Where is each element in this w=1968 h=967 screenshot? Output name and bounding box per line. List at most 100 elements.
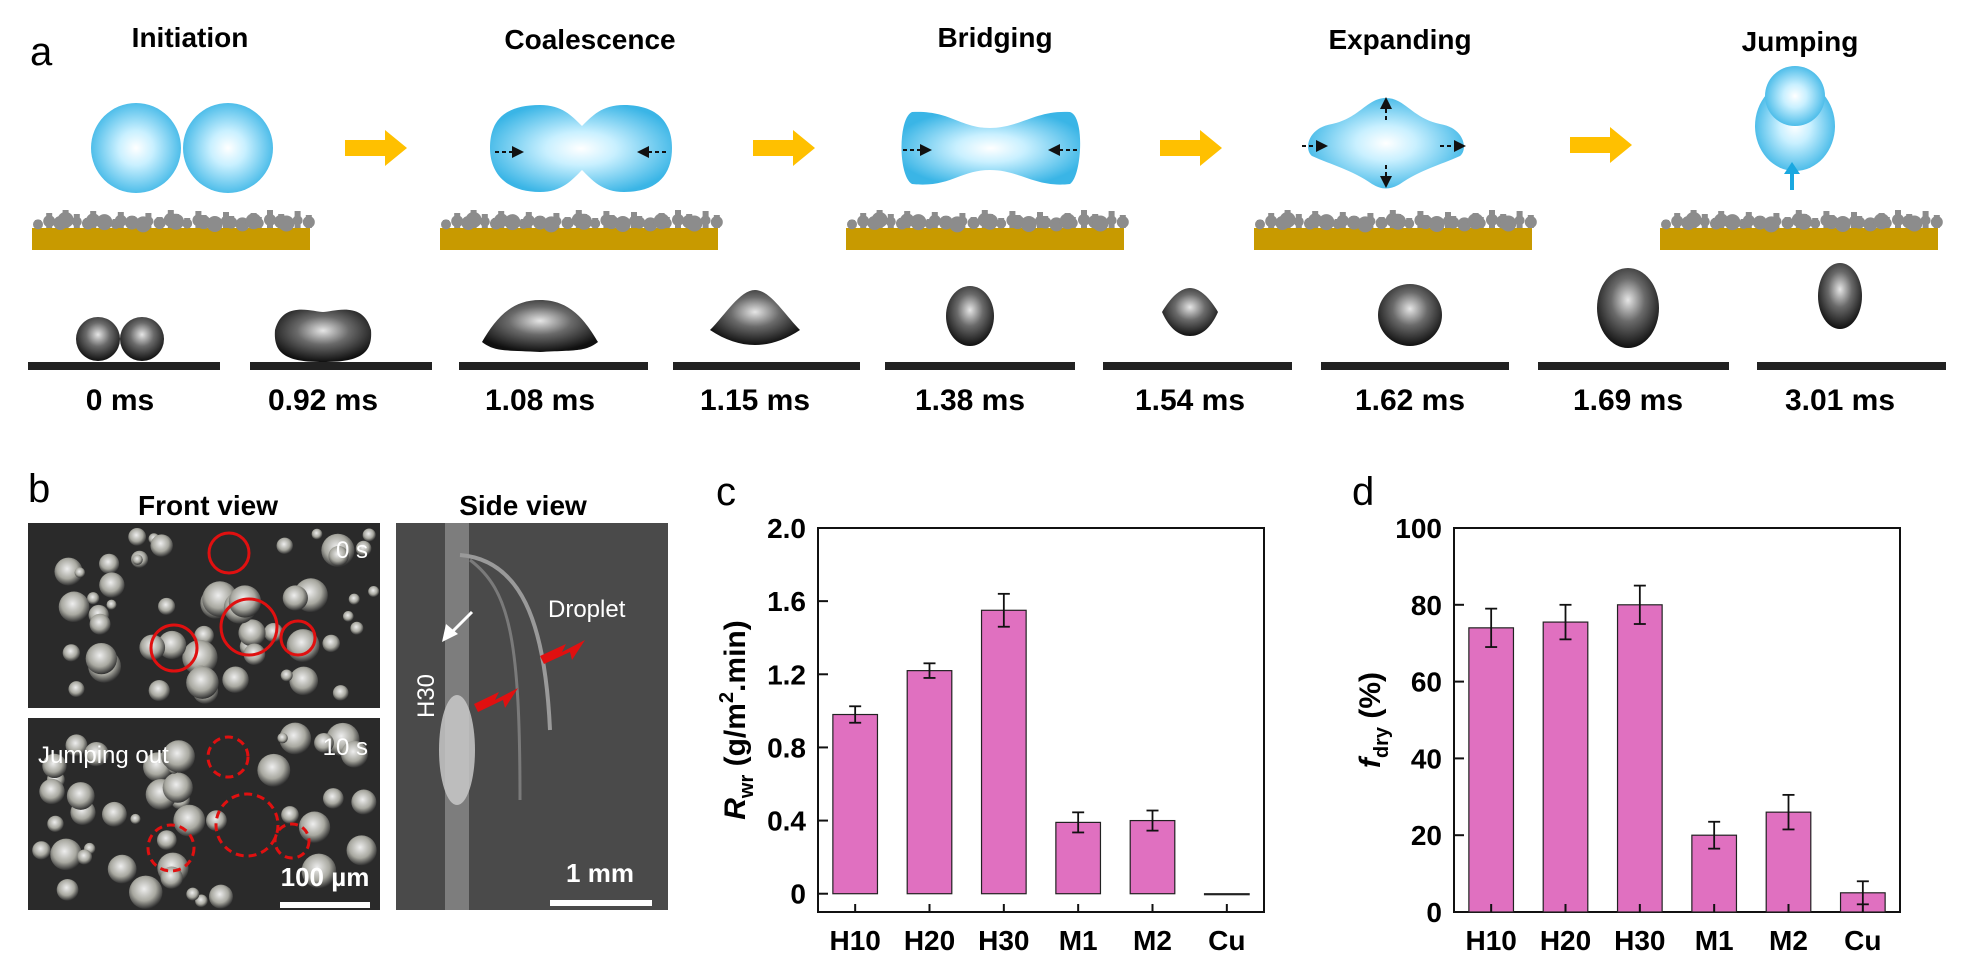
roughness-pillar xyxy=(1081,210,1087,228)
side-view-image: H30 Droplet 1 mm xyxy=(396,523,668,910)
substrate-base xyxy=(32,228,310,250)
roughness-pillar xyxy=(62,210,69,228)
y-tick-label: 20 xyxy=(1411,820,1442,851)
roughness-pillar xyxy=(1757,216,1763,228)
bar-h20 xyxy=(1542,621,1589,913)
roughness-pillar xyxy=(129,216,135,228)
coalescence-circle xyxy=(279,619,317,657)
roughness-pillar xyxy=(658,213,665,228)
roughness-pillar xyxy=(117,212,124,228)
frame-baseline xyxy=(673,362,860,370)
y-axis-label: Rwr (g/m2.min) xyxy=(716,620,758,819)
process-arrow xyxy=(345,130,407,166)
roughness-pillar xyxy=(46,213,53,228)
roughness-pillar xyxy=(1014,215,1021,228)
front-view-top-image: 0 s xyxy=(28,523,380,708)
droplet-arrow xyxy=(540,640,585,664)
micro-droplet xyxy=(351,789,377,815)
substrate xyxy=(1660,210,1943,250)
roughness-pillar xyxy=(1701,214,1708,228)
frame-baseline xyxy=(1103,362,1292,370)
micro-droplet xyxy=(186,666,219,699)
vacated-circle xyxy=(206,735,250,779)
scale-bar-side xyxy=(550,900,652,906)
micro-droplet xyxy=(84,741,109,767)
panel-a-letter: a xyxy=(30,30,53,74)
frame-baseline xyxy=(885,362,1075,370)
roughness-pillar xyxy=(943,216,949,228)
roughness-pillar xyxy=(267,210,273,228)
time-label: 1.15 ms xyxy=(700,384,810,417)
drop-image xyxy=(482,300,598,352)
roughness-pillar xyxy=(1268,213,1275,228)
micro-droplet xyxy=(228,585,262,618)
droplet-left xyxy=(91,103,181,193)
drop-image xyxy=(274,309,372,362)
micro-droplet xyxy=(87,592,100,605)
bar-h30 xyxy=(980,609,1027,895)
roughness-pillar xyxy=(73,214,80,228)
expanding-droplet xyxy=(1308,98,1464,189)
roughness-pillar xyxy=(454,213,461,228)
roughness-pillar xyxy=(1867,220,1874,228)
drop-image xyxy=(76,317,120,361)
y-tick-label: 1.2 xyxy=(767,659,806,690)
substrate xyxy=(846,210,1129,250)
roughness-pillar xyxy=(1461,220,1468,228)
roughness-pillar xyxy=(1119,215,1126,228)
drop-image xyxy=(120,317,164,361)
micro-droplet xyxy=(128,527,147,546)
roughness-pillar xyxy=(1516,211,1523,228)
micro-droplet xyxy=(150,534,173,557)
roughness-pillar xyxy=(101,215,108,228)
time-label: 1.69 ms xyxy=(1573,384,1683,417)
roughness-pillar xyxy=(470,210,477,228)
micro-droplet xyxy=(99,553,120,574)
roughness-pillar xyxy=(675,210,681,228)
roughness-pillar xyxy=(1025,219,1032,228)
roughness-pillar xyxy=(1339,212,1346,228)
micro-droplet xyxy=(65,734,88,757)
panel-b: b Front view Side view 0 s 10 s Jumping … xyxy=(28,467,668,910)
bar-h20 xyxy=(906,670,953,895)
roughness-pillar xyxy=(713,215,720,228)
vacated-circle xyxy=(273,822,311,860)
frame-baseline xyxy=(459,362,648,370)
roughness-pillar xyxy=(987,214,993,228)
micro-droplet xyxy=(328,545,349,567)
bridging-droplet xyxy=(901,111,1081,185)
roughness-pillar xyxy=(294,211,301,228)
micro-droplet xyxy=(186,887,200,901)
micro-droplet xyxy=(50,838,82,871)
frame-baseline xyxy=(1538,362,1729,370)
roughness-pillar xyxy=(1362,220,1369,228)
micro-droplet xyxy=(222,666,249,693)
roughness-pillar xyxy=(619,219,626,228)
substrate-base xyxy=(1660,228,1938,250)
roughness-pillar xyxy=(1472,213,1479,228)
roughness-pillar xyxy=(173,214,179,228)
y-tick-label: 60 xyxy=(1411,667,1442,698)
roughness-pillar xyxy=(1042,216,1049,228)
substrate-base xyxy=(846,228,1124,250)
bar-m1 xyxy=(1055,821,1102,895)
micro-droplet xyxy=(162,740,195,773)
y-tick-label: 100 xyxy=(1395,513,1442,544)
micro-droplet xyxy=(132,554,143,565)
stage-jumping-illustration xyxy=(1660,66,1943,250)
micro-droplet xyxy=(68,681,85,698)
roughness-pillar xyxy=(876,210,883,228)
process-arrow xyxy=(1570,127,1632,163)
roughness-pillar xyxy=(1784,217,1791,228)
y-tick-label: 0 xyxy=(1426,897,1442,928)
roughness-pillar xyxy=(931,212,938,228)
x-tick-label: M2 xyxy=(1769,925,1808,956)
roughness-pillar xyxy=(959,213,966,228)
micro-droplet xyxy=(42,753,67,779)
droplet-arrow xyxy=(474,688,518,712)
y-tick-label: 40 xyxy=(1411,743,1442,774)
